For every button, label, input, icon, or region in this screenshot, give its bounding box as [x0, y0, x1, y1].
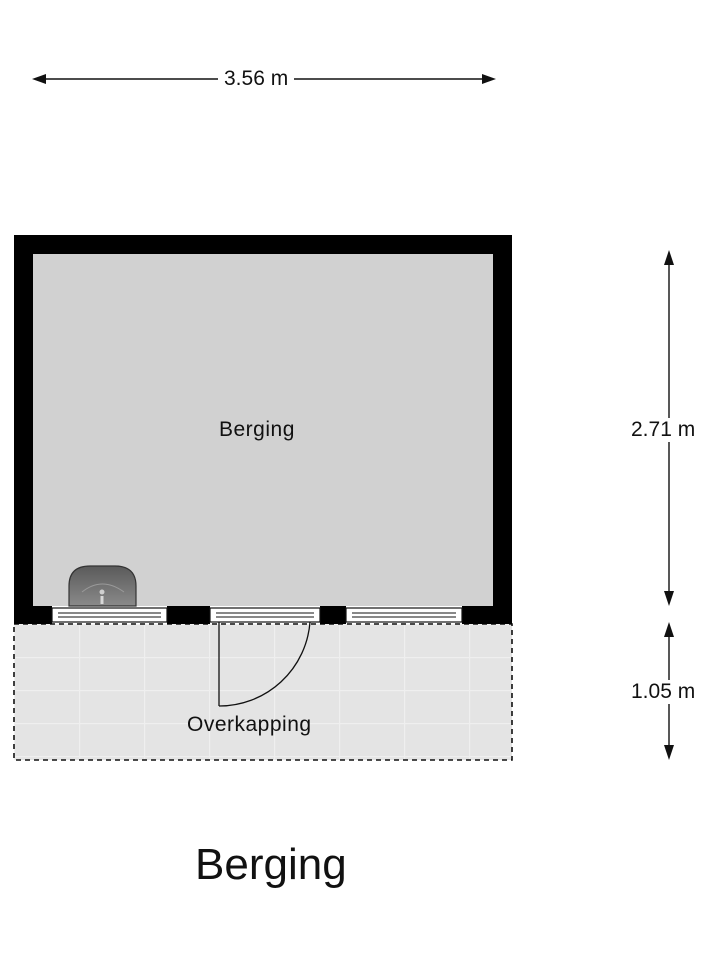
door-swing — [218, 621, 311, 707]
room-label-overkapping: Overkapping — [187, 713, 312, 736]
window-left — [51, 607, 168, 623]
depth-dimension-label: 2.71 m — [625, 418, 702, 442]
sink-icon — [68, 565, 137, 607]
walls — [14, 235, 512, 624]
page-title: Berging — [195, 840, 347, 889]
room-label-berging: Berging — [219, 418, 295, 441]
canopy-area — [14, 624, 512, 760]
room-floor — [33, 254, 493, 606]
door-opening — [209, 607, 321, 623]
width-dimension-label: 3.56 m — [218, 67, 295, 91]
canopy-depth-dimension-label: 1.05 m — [625, 680, 702, 704]
window-right — [345, 607, 463, 623]
canopy-outline — [13, 623, 513, 761]
